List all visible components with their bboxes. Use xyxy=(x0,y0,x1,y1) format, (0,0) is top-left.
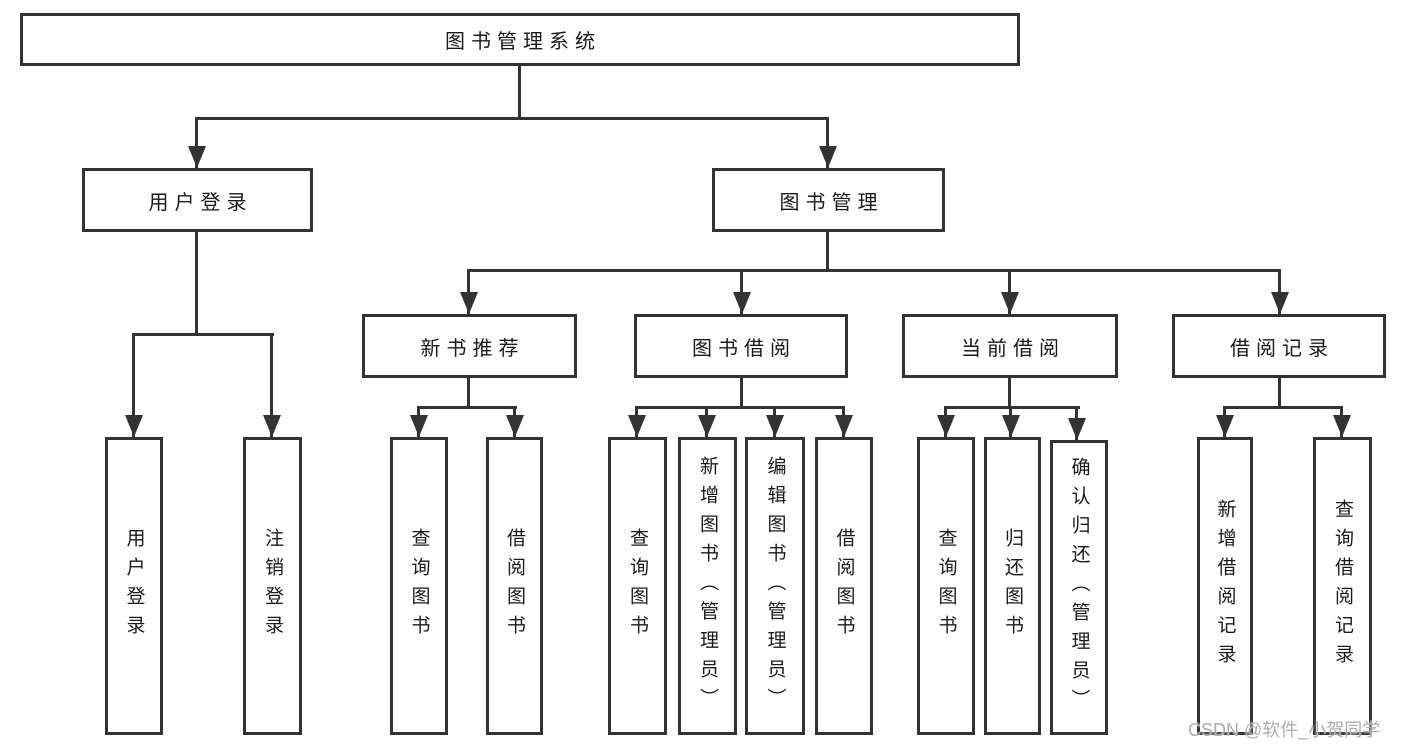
arrow-to-book-management xyxy=(826,117,829,168)
arrow-to-leaf-confirm-return-admin xyxy=(1075,406,1078,440)
connector-current-borrowing-crossbar xyxy=(944,406,1080,409)
leaf-user-login: 用户登录 xyxy=(105,437,163,735)
node-label: 用户登录 xyxy=(148,191,253,214)
node-label: 当前借阅 xyxy=(961,337,1065,360)
node-user-login: 用户登录 xyxy=(82,168,313,232)
leaf-add-borrow-record: 新增借阅记录 xyxy=(1197,437,1253,735)
leaf-label: 借阅图书 xyxy=(504,528,525,644)
leaf-query-books-recommend: 查询图书 xyxy=(390,437,448,735)
leaf-edit-books-admin: 编辑图书（管理员） xyxy=(745,437,805,735)
leaf-label: 新增图书（管理员） xyxy=(697,455,718,717)
leaf-logout: 注销登录 xyxy=(243,437,302,735)
node-library-management-system: 图书管理系统 xyxy=(20,13,1020,66)
node-new-book-recommendation: 新书推荐 xyxy=(362,314,577,378)
arrow-to-leaf-query-borrow-record xyxy=(1340,406,1343,437)
connector-borrowing-records-stem xyxy=(1278,378,1281,409)
connector-user-login-stem xyxy=(195,232,198,336)
arrow-to-leaf-logout xyxy=(270,333,273,437)
node-label: 图书借阅 xyxy=(692,337,796,360)
leaf-label: 借阅图书 xyxy=(833,528,855,644)
leaf-label: 注销登录 xyxy=(262,528,283,644)
leaf-borrow-books-recommend: 借阅图书 xyxy=(486,437,543,735)
arrow-to-borrowing-records xyxy=(1278,269,1281,314)
leaf-return-books: 归还图书 xyxy=(984,437,1041,735)
arrow-to-new-book-recommendation xyxy=(467,269,470,314)
connector-level3-crossbar xyxy=(467,269,1281,272)
connector-user-login-crossbar xyxy=(132,333,274,336)
node-book-borrowing: 图书借阅 xyxy=(634,314,848,378)
leaf-label: 查询借阅记录 xyxy=(1332,499,1353,673)
connector-root-crossbar xyxy=(195,117,829,120)
connector-borrowing-records-crossbar xyxy=(1223,406,1343,409)
arrow-to-leaf-query-books-current xyxy=(944,406,947,437)
connector-book-management-stem xyxy=(826,232,829,272)
arrow-to-leaf-user-login xyxy=(132,333,135,437)
leaf-label: 查询图书 xyxy=(627,528,648,644)
leaf-label: 查询图书 xyxy=(408,528,430,644)
node-label: 图书管理 xyxy=(779,191,884,214)
node-label: 借阅记录 xyxy=(1230,337,1334,360)
connector-new-book-recommendation-crossbar xyxy=(417,406,517,409)
node-borrowing-records: 借阅记录 xyxy=(1172,314,1386,378)
node-label: 新书推荐 xyxy=(420,337,525,360)
arrow-to-leaf-return-books xyxy=(1009,406,1012,437)
leaf-label: 编辑图书（管理员） xyxy=(764,455,786,717)
arrow-to-current-borrowing xyxy=(1008,269,1011,314)
leaf-query-borrow-record: 查询借阅记录 xyxy=(1313,437,1372,735)
node-current-borrowing: 当前借阅 xyxy=(902,314,1118,378)
arrow-to-leaf-borrow-books-recommend xyxy=(513,406,516,437)
leaf-query-books-borrowing: 查询图书 xyxy=(608,437,667,735)
node-label: 图书管理系统 xyxy=(445,31,601,53)
node-book-management: 图书管理 xyxy=(712,168,945,232)
arrow-to-user-login xyxy=(195,117,198,168)
leaf-label: 归还图书 xyxy=(1002,528,1023,644)
arrow-to-leaf-query-books-borrowing xyxy=(635,406,638,437)
arrow-to-leaf-edit-books-admin xyxy=(773,406,776,437)
leaf-label: 查询图书 xyxy=(935,528,957,644)
arrow-to-leaf-add-borrow-record xyxy=(1223,406,1226,437)
connector-new-book-recommendation-stem xyxy=(467,378,470,409)
connector-current-borrowing-stem xyxy=(1008,378,1011,409)
leaf-confirm-return-admin: 确认归还（管理员） xyxy=(1050,440,1108,735)
leaf-label: 确认归还（管理员） xyxy=(1068,457,1090,718)
connector-book-borrowing-stem xyxy=(740,378,743,409)
leaf-label: 用户登录 xyxy=(123,528,145,644)
arrow-to-leaf-add-books-admin xyxy=(705,406,708,437)
arrow-to-book-borrowing xyxy=(740,269,743,314)
leaf-add-books-admin: 新增图书（管理员） xyxy=(678,437,737,735)
arrow-to-leaf-query-books-recommend xyxy=(417,406,420,437)
leaf-query-books-current: 查询图书 xyxy=(917,437,975,735)
connector-book-borrowing-crossbar xyxy=(635,406,845,409)
watermark-text: CSDN @软件_小贺同学 xyxy=(1188,720,1381,740)
leaf-label: 新增借阅记录 xyxy=(1214,499,1236,673)
arrow-to-leaf-borrow-books-borrowing xyxy=(842,406,845,437)
connector-root-stem xyxy=(518,66,521,118)
leaf-borrow-books-borrowing: 借阅图书 xyxy=(815,437,873,735)
